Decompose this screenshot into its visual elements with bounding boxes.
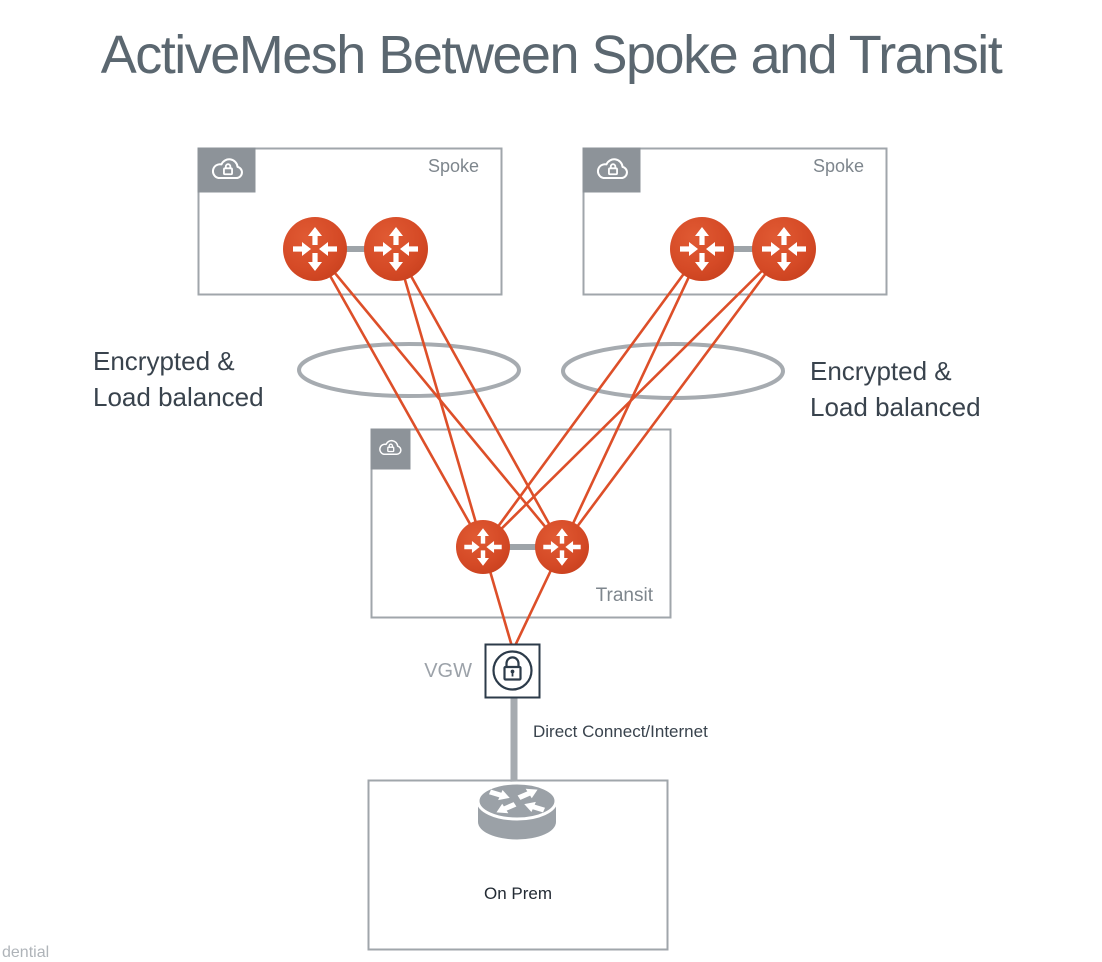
corner-tab [370, 428, 411, 470]
note-encrypted-right: Encrypted & Load balanced [810, 353, 981, 425]
router-icon [476, 781, 558, 840]
spoke-right-gateway-2 [752, 217, 816, 281]
transit-box [370, 428, 672, 619]
corner-tab [197, 147, 256, 193]
note-line-1: Encrypted & [810, 356, 952, 386]
note-line-1: Encrypted & [93, 346, 235, 376]
spoke-right-box [582, 147, 888, 296]
spoke-left-box [197, 147, 503, 296]
spoke-left-gateway-1 [283, 217, 347, 281]
spoke-left-label: Spoke [427, 156, 479, 176]
note-encrypted-left: Encrypted & Load balanced [93, 343, 264, 415]
spoke-right-gateway-1 [670, 217, 734, 281]
transit-gateway-2 [535, 520, 589, 574]
watermark-fragment: dential [2, 944, 50, 961]
vgw-lock-icon [492, 650, 533, 691]
transit-label: Transit [595, 585, 653, 606]
note-line-2: Load balanced [93, 382, 264, 412]
on-prem-label: On Prem [483, 884, 553, 903]
load-balance-ellipse-right [561, 342, 785, 400]
corner-tab [582, 147, 641, 193]
transit-gateway-1 [456, 520, 510, 574]
encrypted-tunnel-links [313, 248, 786, 651]
page-title: ActiveMesh Between Spoke and Transit [100, 25, 1003, 85]
spoke-left-gateway-2 [364, 217, 428, 281]
vgw-label: VGW [424, 660, 472, 682]
spoke-right-label: Spoke [812, 156, 864, 176]
load-balance-ellipse-left [297, 342, 521, 398]
direct-connect-label: Direct Connect/Internet [533, 722, 708, 741]
note-line-2: Load balanced [810, 392, 981, 422]
vgw-node [484, 643, 541, 699]
